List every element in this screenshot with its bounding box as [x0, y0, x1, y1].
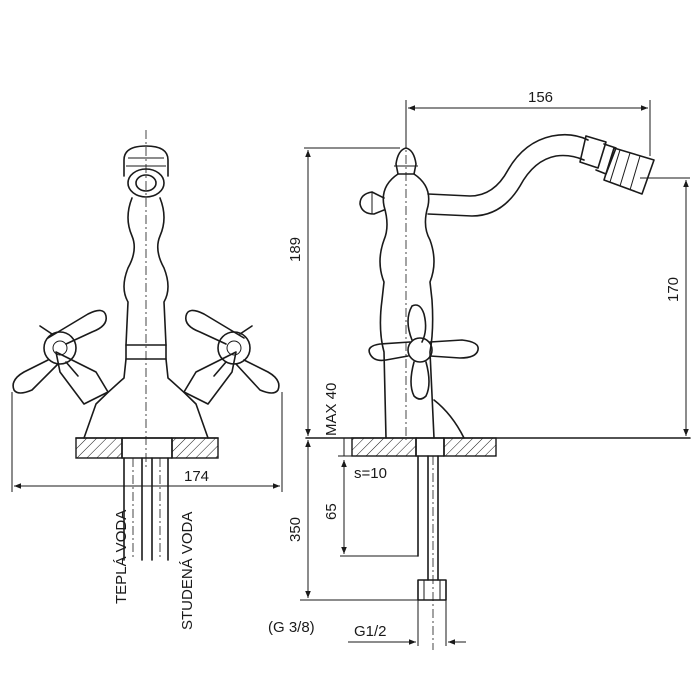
- dimension-156: 156: [405, 89, 651, 156]
- dimension-189: 189: [287, 147, 400, 436]
- front-spout-head: [123, 145, 169, 198]
- dimension-s10-label: s=10: [354, 465, 387, 482]
- dimension-350: 350: [287, 440, 418, 601]
- dimension-174-label: 174: [184, 468, 209, 485]
- side-shank: [417, 455, 447, 650]
- thread-main-label: G1/2: [354, 623, 387, 640]
- thread-hose-label: (G 3/8): [268, 619, 315, 636]
- hot-water-label: TEPLÁ VODA: [113, 510, 130, 604]
- dimension-s10: s=10: [354, 465, 387, 482]
- side-view: 156 189 170 MAX 40 s=10 65: [268, 89, 691, 650]
- front-view: 174 TEPLÁ VODA STUDENÁ VODA: [11, 130, 283, 630]
- side-top-finial: [394, 147, 418, 175]
- side-side-knob: [359, 191, 385, 215]
- dimension-170: 170: [640, 177, 690, 436]
- front-supply-pipes: [123, 457, 169, 561]
- side-spout: [427, 133, 655, 217]
- front-left-handle: [12, 309, 109, 405]
- front-base-plate: [75, 437, 219, 459]
- dimension-65: 65: [323, 460, 418, 557]
- dimension-65-label: 65: [323, 503, 340, 520]
- side-cross-handle: [368, 304, 479, 400]
- thread-labels: (G 3/8) G1/2: [268, 619, 466, 645]
- front-body: [83, 197, 209, 439]
- side-body: [379, 173, 465, 439]
- side-base-plate: [305, 437, 691, 457]
- dimension-max40-label: MAX 40: [323, 383, 340, 436]
- dimension-156-label: 156: [528, 89, 553, 106]
- cold-water-label: STUDENÁ VODA: [179, 512, 196, 630]
- dimension-350-label: 350: [287, 517, 304, 542]
- dimension-174: 174: [11, 392, 283, 492]
- dimension-189-label: 189: [287, 237, 304, 262]
- dimension-max40: MAX 40: [323, 383, 352, 457]
- front-right-handle: [183, 309, 280, 405]
- dimension-170-label: 170: [665, 277, 682, 302]
